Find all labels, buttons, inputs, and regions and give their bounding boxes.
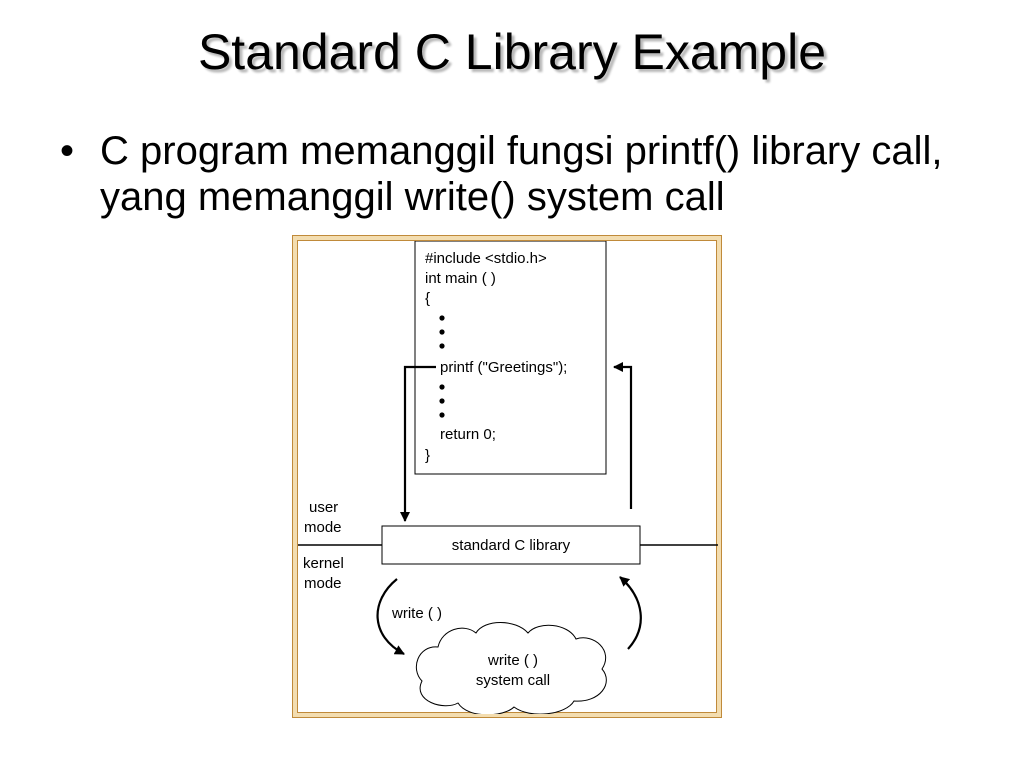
cloud-label-write: write ( ) — [487, 652, 538, 669]
diagram-canvas: #include <stdio.h> int main ( ) { printf… — [297, 240, 718, 714]
bullet-marker: • — [60, 129, 75, 173]
bullet-list: • C program memanggil fungsi printf() li… — [60, 128, 980, 220]
bullet-text: C program memanggil fungsi printf() libr… — [100, 129, 943, 219]
ellipsis-dot — [439, 329, 445, 335]
diagram-svg: #include <stdio.h> int main ( ) { printf… — [298, 241, 718, 714]
cloud-label-system-call: system call — [476, 672, 550, 689]
ellipsis-dot — [439, 398, 445, 404]
call-arrow — [400, 365, 436, 522]
return-arrow — [613, 362, 633, 509]
bullet-item: • C program memanggil fungsi printf() li… — [60, 128, 980, 220]
write-call-arrow — [376, 578, 405, 655]
system-call-return-arrow — [619, 576, 642, 650]
diagram-frame: #include <stdio.h> int main ( ) { printf… — [292, 235, 722, 718]
code-line-open-brace: { — [425, 290, 430, 307]
standard-c-library-label: standard C library — [452, 537, 571, 554]
ellipsis-dot — [439, 384, 445, 390]
code-line-printf: printf ("Greetings"); — [440, 359, 567, 376]
ellipsis-dot — [439, 412, 445, 418]
slide-title: Standard C Library Example — [197, 24, 827, 80]
ellipsis-dot — [439, 343, 445, 349]
user-mode-label: user — [309, 499, 338, 516]
code-line-return: return 0; — [440, 426, 496, 443]
code-line-close-brace: } — [425, 447, 430, 464]
ellipsis-dot — [439, 315, 445, 321]
kernel-mode-label: kernel — [303, 555, 344, 572]
code-line-include: #include <stdio.h> — [425, 250, 547, 267]
user-mode-label: mode — [304, 519, 342, 536]
system-call-cloud — [416, 622, 607, 714]
program-code-box — [414, 241, 607, 475]
code-line-main: int main ( ) — [425, 270, 496, 287]
write-call-label: write ( ) — [391, 605, 442, 622]
standard-c-library-box — [381, 525, 641, 565]
kernel-mode-label: mode — [304, 575, 342, 592]
